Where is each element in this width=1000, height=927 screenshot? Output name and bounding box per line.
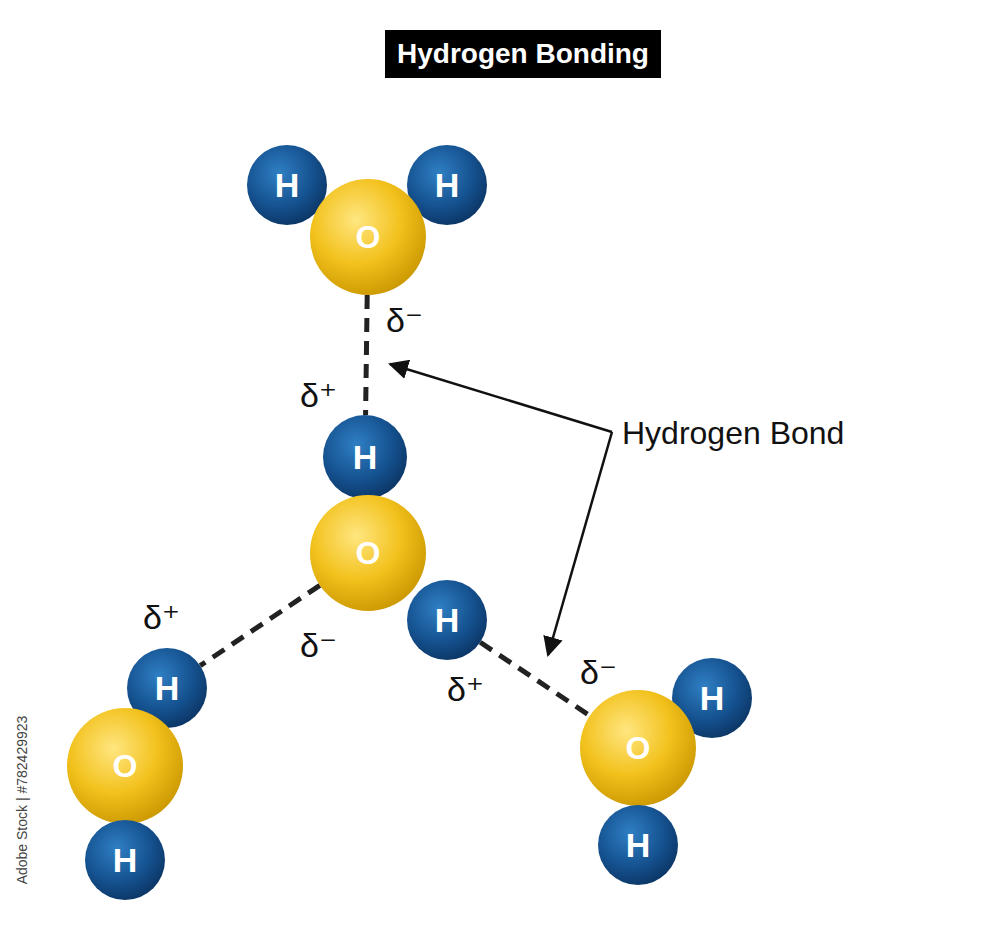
partial-charge: δ⁻	[386, 303, 423, 337]
atom-symbol: O	[356, 221, 381, 253]
atom-symbol: H	[700, 681, 725, 715]
leader-arrow	[548, 432, 612, 655]
oxygen-atom: O	[580, 690, 696, 806]
atom-sphere	[310, 179, 426, 295]
hydrogen-atom: H	[323, 415, 407, 499]
callout-label: Hydrogen Bond	[622, 417, 844, 449]
partial-charge: δ⁻	[300, 628, 337, 662]
atom-sphere	[247, 145, 327, 225]
partial-charge: δ⁻	[580, 655, 617, 689]
hydrogen-atom: H	[247, 145, 327, 225]
hydrogen-atom: H	[407, 580, 487, 660]
atom-sphere	[310, 495, 426, 611]
atom-symbol: H	[435, 603, 460, 637]
atom-sphere	[407, 580, 487, 660]
atom-sphere	[323, 415, 407, 499]
atom-symbol: H	[435, 168, 460, 202]
watermark: Adobe Stock | #782429923	[15, 716, 29, 885]
atom-symbol: O	[626, 732, 651, 764]
oxygen-atom: O	[310, 179, 426, 295]
partial-charge: δ⁺	[143, 600, 180, 634]
hydrogen-bond	[366, 295, 368, 415]
leader-arrow	[390, 364, 612, 432]
atom-sphere	[67, 708, 183, 824]
atom-symbol: H	[353, 440, 378, 474]
partial-charge: δ⁺	[447, 672, 484, 706]
atom-sphere	[580, 690, 696, 806]
atom-symbol: O	[356, 537, 381, 569]
atom-sphere	[85, 820, 165, 900]
hydrogen-atom: H	[598, 805, 678, 885]
partial-charge: δ⁺	[300, 378, 337, 412]
oxygen-atom: O	[67, 708, 183, 824]
hydrogen-bond	[480, 642, 590, 715]
oxygen-atom: O	[310, 495, 426, 611]
atom-symbol: H	[626, 828, 651, 862]
atom-symbol: O	[113, 750, 138, 782]
atom-sphere	[598, 805, 678, 885]
atom-symbol: H	[113, 843, 138, 877]
hydrogen-atom: H	[85, 820, 165, 900]
diagram-title: Hydrogen Bonding	[385, 30, 661, 78]
atom-symbol: H	[155, 671, 180, 705]
atom-symbol: H	[275, 168, 300, 202]
